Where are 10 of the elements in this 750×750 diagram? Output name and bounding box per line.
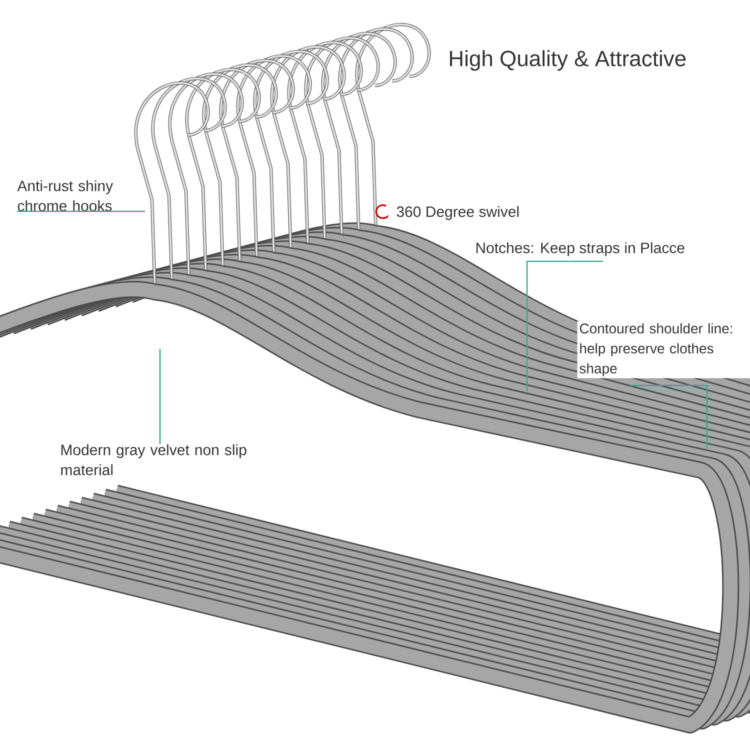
leader-line [159,349,161,444]
callout-text: Contoured shoulder line: help preserve clothes shape [577,321,750,378]
leader-line [17,210,145,212]
leader-line [526,260,603,392]
callout-text: 360 Degree swivel [396,206,519,220]
callout-text: Anti-rust shiny chrome hooks [17,180,114,212]
callout-text: Notches: Keep straps in Placce [476,242,684,256]
leader-line [630,384,708,448]
title: High Quality & Attractive [450,50,686,71]
callout-text: Modern gray velvet non slip material [61,444,246,476]
